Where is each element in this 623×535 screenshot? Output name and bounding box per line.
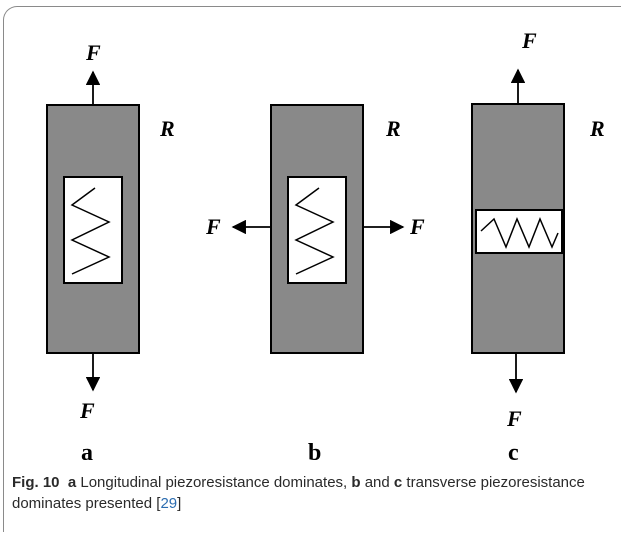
- caption-text-1: Longitudinal piezoresistance dominates,: [76, 474, 352, 491]
- panel-b-force-label-right: F: [409, 214, 425, 239]
- panel-b-label: b: [308, 440, 321, 466]
- panel-a-diagram: F F R a: [46, 40, 175, 466]
- panel-b-diagram: F F R b: [205, 104, 425, 466]
- citation-link[interactable]: 29: [160, 495, 178, 512]
- caption-text-2: and: [360, 474, 394, 491]
- caption-label-b: b: [351, 474, 361, 491]
- panel-a-force-label-top: F: [85, 40, 101, 65]
- figure-illustration: F F R a F F R b F F R c: [46, 28, 605, 466]
- figure-frame: [3, 6, 621, 532]
- panel-c-diagram: F F R c: [471, 28, 605, 466]
- panel-c-resistance-label: R: [589, 116, 605, 141]
- panel-c-label: c: [508, 440, 519, 466]
- panel-b-force-label-left: F: [205, 214, 221, 239]
- figure-caption: Fig. 10 a Longitudinal piezoresistance d…: [12, 472, 618, 514]
- panel-c-force-label-top: F: [521, 28, 537, 53]
- caption-figure-label: Fig. 10: [12, 474, 60, 491]
- panel-c-force-label-bottom: F: [506, 406, 522, 431]
- panel-c-gauge: [475, 209, 563, 254]
- caption-text-3: transverse piezoresistance dominates pre…: [12, 474, 585, 512]
- panel-a-force-label-bottom: F: [79, 398, 95, 423]
- panel-b-zigzag: [294, 187, 335, 275]
- panel-c-zigzag: [480, 217, 559, 249]
- caption-ref-close: ]: [177, 495, 182, 512]
- caption-ref-open: [: [156, 495, 161, 512]
- caption-label-a: a: [67, 474, 77, 491]
- panel-a-zigzag: [70, 187, 111, 275]
- panel-b-resistance-label: R: [385, 116, 401, 141]
- panel-a-resistance-label: R: [159, 116, 175, 141]
- panel-a-label: a: [81, 440, 93, 466]
- caption-label-c: c: [393, 474, 403, 491]
